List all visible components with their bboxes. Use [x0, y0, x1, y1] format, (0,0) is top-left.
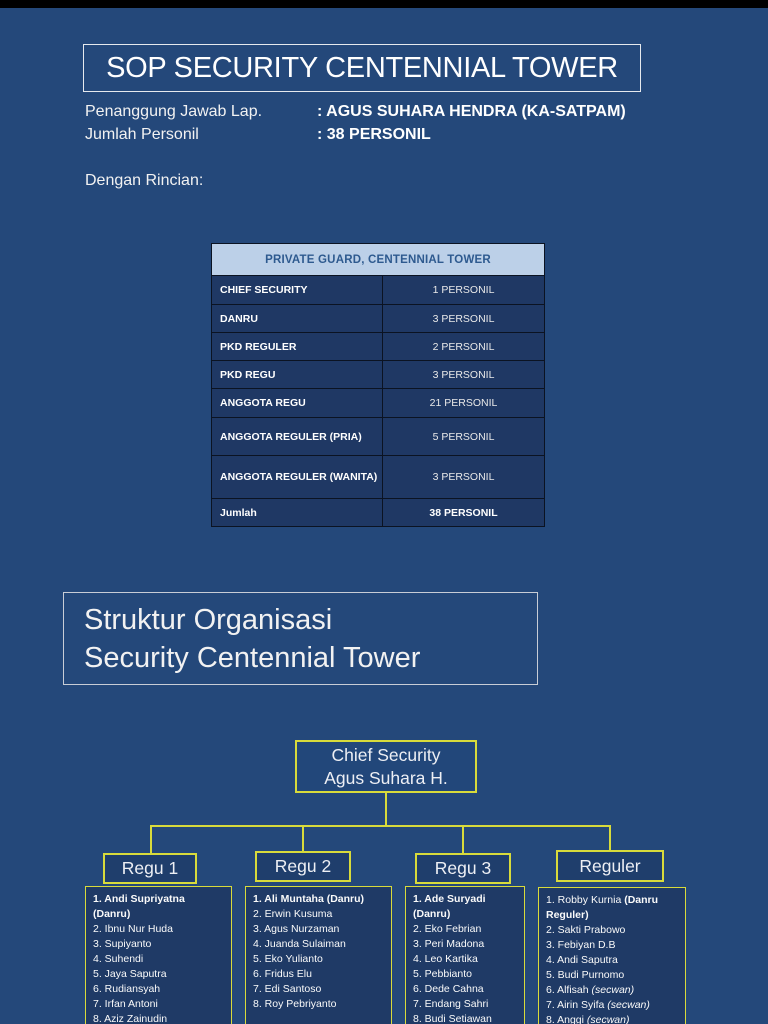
member-item: 2. Sakti Prabowo	[546, 924, 626, 936]
chief-title: Chief Security	[331, 744, 441, 765]
group-header-regu-2: Regu 2	[255, 851, 351, 882]
member-item: 6. Fridus Elu	[253, 968, 312, 980]
table-row: CHIEF SECURITY 1 PERSONIL	[212, 276, 544, 305]
table-cell-label: PKD REGULER	[212, 333, 383, 360]
info-row-penanggung: Penanggung Jawab Lap. : AGUS SUHARA HEND…	[85, 103, 685, 123]
table-cell-value: 21 PERSONIL	[429, 397, 498, 409]
table-row: ANGGOTA REGU 21 PERSONIL	[212, 389, 544, 418]
group-header-regu-3: Regu 3	[415, 853, 511, 884]
section-title-line1: Struktur Organisasi	[84, 603, 333, 636]
info-row-jumlah: Jumlah Personil : 38 PERSONIL	[85, 126, 685, 146]
table-cell-value: 3 PERSONIL	[432, 471, 495, 483]
table-cell-label: DANRU	[212, 305, 383, 332]
section-title-line2: Security Centennial Tower	[84, 641, 421, 674]
slide-title: SOP SECURITY CENTENNIAL TOWER	[106, 51, 618, 84]
presentation-slide: SOP SECURITY CENTENNIAL TOWER Penanggung…	[0, 8, 768, 1024]
slide-title-box: SOP SECURITY CENTENNIAL TOWER	[83, 44, 641, 92]
info-value: : 38 PERSONIL	[317, 126, 431, 143]
table-cell-label: Jumlah	[212, 499, 383, 526]
info-label: Penanggung Jawab Lap.	[85, 103, 263, 120]
member-item: 5. Jaya Saputra	[93, 968, 167, 980]
table-row: Jumlah 38 PERSONIL	[212, 499, 544, 526]
connector-drop-regu1	[150, 825, 152, 853]
table-cell-value: 3 PERSONIL	[432, 368, 495, 381]
personnel-table: PRIVATE GUARD, CENTENNIAL TOWER CHIEF SE…	[211, 243, 545, 527]
table-cell-value: 3 PERSONIL	[432, 312, 495, 325]
member-item: 1. Ade Suryadi (Danru)	[413, 893, 486, 920]
member-item: 8. Roy Pebriyanto	[253, 998, 337, 1010]
connector-root-drop	[385, 793, 387, 826]
connector-drop-reguler	[609, 825, 611, 850]
table-row: DANRU 3 PERSONIL	[212, 305, 544, 333]
member-item: 3. Febiyan D.B	[546, 939, 616, 951]
member-list-regu-2: 1. Ali Muntaha (Danru) 2. Erwin Kusuma 3. …	[245, 886, 392, 1024]
member-item: 8. Anggi (secwan)	[546, 1014, 630, 1024]
member-item: 1. Robby Kurnia (Danru Reguler)	[546, 894, 659, 921]
member-item: 2. Ibnu Nur Huda	[93, 923, 173, 935]
table-row: ANGGOTA REGULER (WANITA) 3 PERSONIL	[212, 456, 544, 499]
member-item: 5. Budi Purnomo	[546, 969, 625, 981]
member-item: 7. Irfan Antoni	[93, 998, 158, 1010]
member-item: 5. Pebbianto	[413, 968, 472, 980]
member-item: 4. Andi Saputra	[546, 954, 618, 966]
connector-horizontal	[151, 825, 611, 827]
member-item: 4. Suhendi	[93, 953, 144, 965]
org-root-chief-security: Chief Security Agus Suhara H.	[295, 740, 477, 793]
table-row: ANGGOTA REGULER (PRIA) 5 PERSONIL	[212, 418, 544, 456]
section-title-box: Struktur Organisasi Security Centennial …	[63, 592, 538, 685]
member-item: 4. Leo Kartika	[413, 953, 478, 965]
member-item: 2. Eko Febrian	[413, 923, 482, 935]
table-cell-label: ANGGOTA REGU	[212, 389, 383, 417]
table-cell-label: CHIEF SECURITY	[212, 276, 383, 304]
member-item: 7. Airin Syifa (secwan)	[546, 999, 650, 1011]
member-item: 7. Edi Santoso	[253, 983, 322, 995]
member-item: 4. Juanda Sulaiman	[253, 938, 346, 950]
table-cell-value: 5 PERSONIL	[432, 430, 495, 443]
table-cell-value: 2 PERSONIL	[432, 340, 495, 353]
table-row: PKD REGULER 2 PERSONIL	[212, 333, 544, 361]
member-item: 6. Dede Cahna	[413, 983, 484, 995]
member-item: 6. Rudiansyah	[93, 983, 161, 995]
connector-drop-regu3	[462, 825, 464, 853]
table-cell-label: PKD REGU	[212, 361, 383, 388]
rincian-note: Dengan Rincian:	[85, 172, 204, 189]
member-item: 2. Erwin Kusuma	[253, 908, 333, 920]
chief-name: Agus Suhara H.	[324, 767, 448, 788]
group-header-reguler: Reguler	[556, 850, 664, 882]
table-cell-label: ANGGOTA REGULER (WANITA)	[212, 456, 383, 498]
member-item: 3. Agus Nurzaman	[253, 923, 340, 935]
member-item: 3. Supiyanto	[93, 938, 152, 950]
member-item: 8. Budi Setiawan	[413, 1013, 492, 1024]
member-list-reguler: 1. Robby Kurnia (Danru Reguler) 2. Sakti …	[538, 887, 686, 1024]
table-header: PRIVATE GUARD, CENTENNIAL TOWER	[212, 244, 544, 276]
table-cell-value: 1 PERSONIL	[432, 284, 495, 296]
member-item: 1. Ali Muntaha (Danru)	[253, 893, 365, 905]
table-cell-label: ANGGOTA REGULER (PRIA)	[212, 418, 383, 455]
group-header-regu-1: Regu 1	[103, 853, 197, 884]
member-list-regu-1: 1. Andi Supriyatna (Danru) 2. Ibnu Nur Hu…	[85, 886, 232, 1024]
member-item: 5. Eko Yulianto	[253, 953, 323, 965]
table-cell-value: 38 PERSONIL	[429, 506, 498, 519]
info-value: : AGUS SUHARA HENDRA (KA-SATPAM)	[317, 103, 626, 120]
member-list-regu-3: 1. Ade Suryadi (Danru) 2. Eko Febrian 3. P…	[405, 886, 525, 1024]
member-item: 6. Alfisah (secwan)	[546, 984, 635, 996]
member-item: 3. Peri Madona	[413, 938, 485, 950]
connector-drop-regu2	[302, 825, 304, 851]
member-item: 7. Endang Sahri	[413, 998, 489, 1010]
info-label: Jumlah Personil	[85, 126, 199, 143]
member-item: 8. Aziz Zainudin	[93, 1013, 168, 1024]
member-item: 1. Andi Supriyatna (Danru)	[93, 893, 185, 920]
table-row: PKD REGU 3 PERSONIL	[212, 361, 544, 389]
